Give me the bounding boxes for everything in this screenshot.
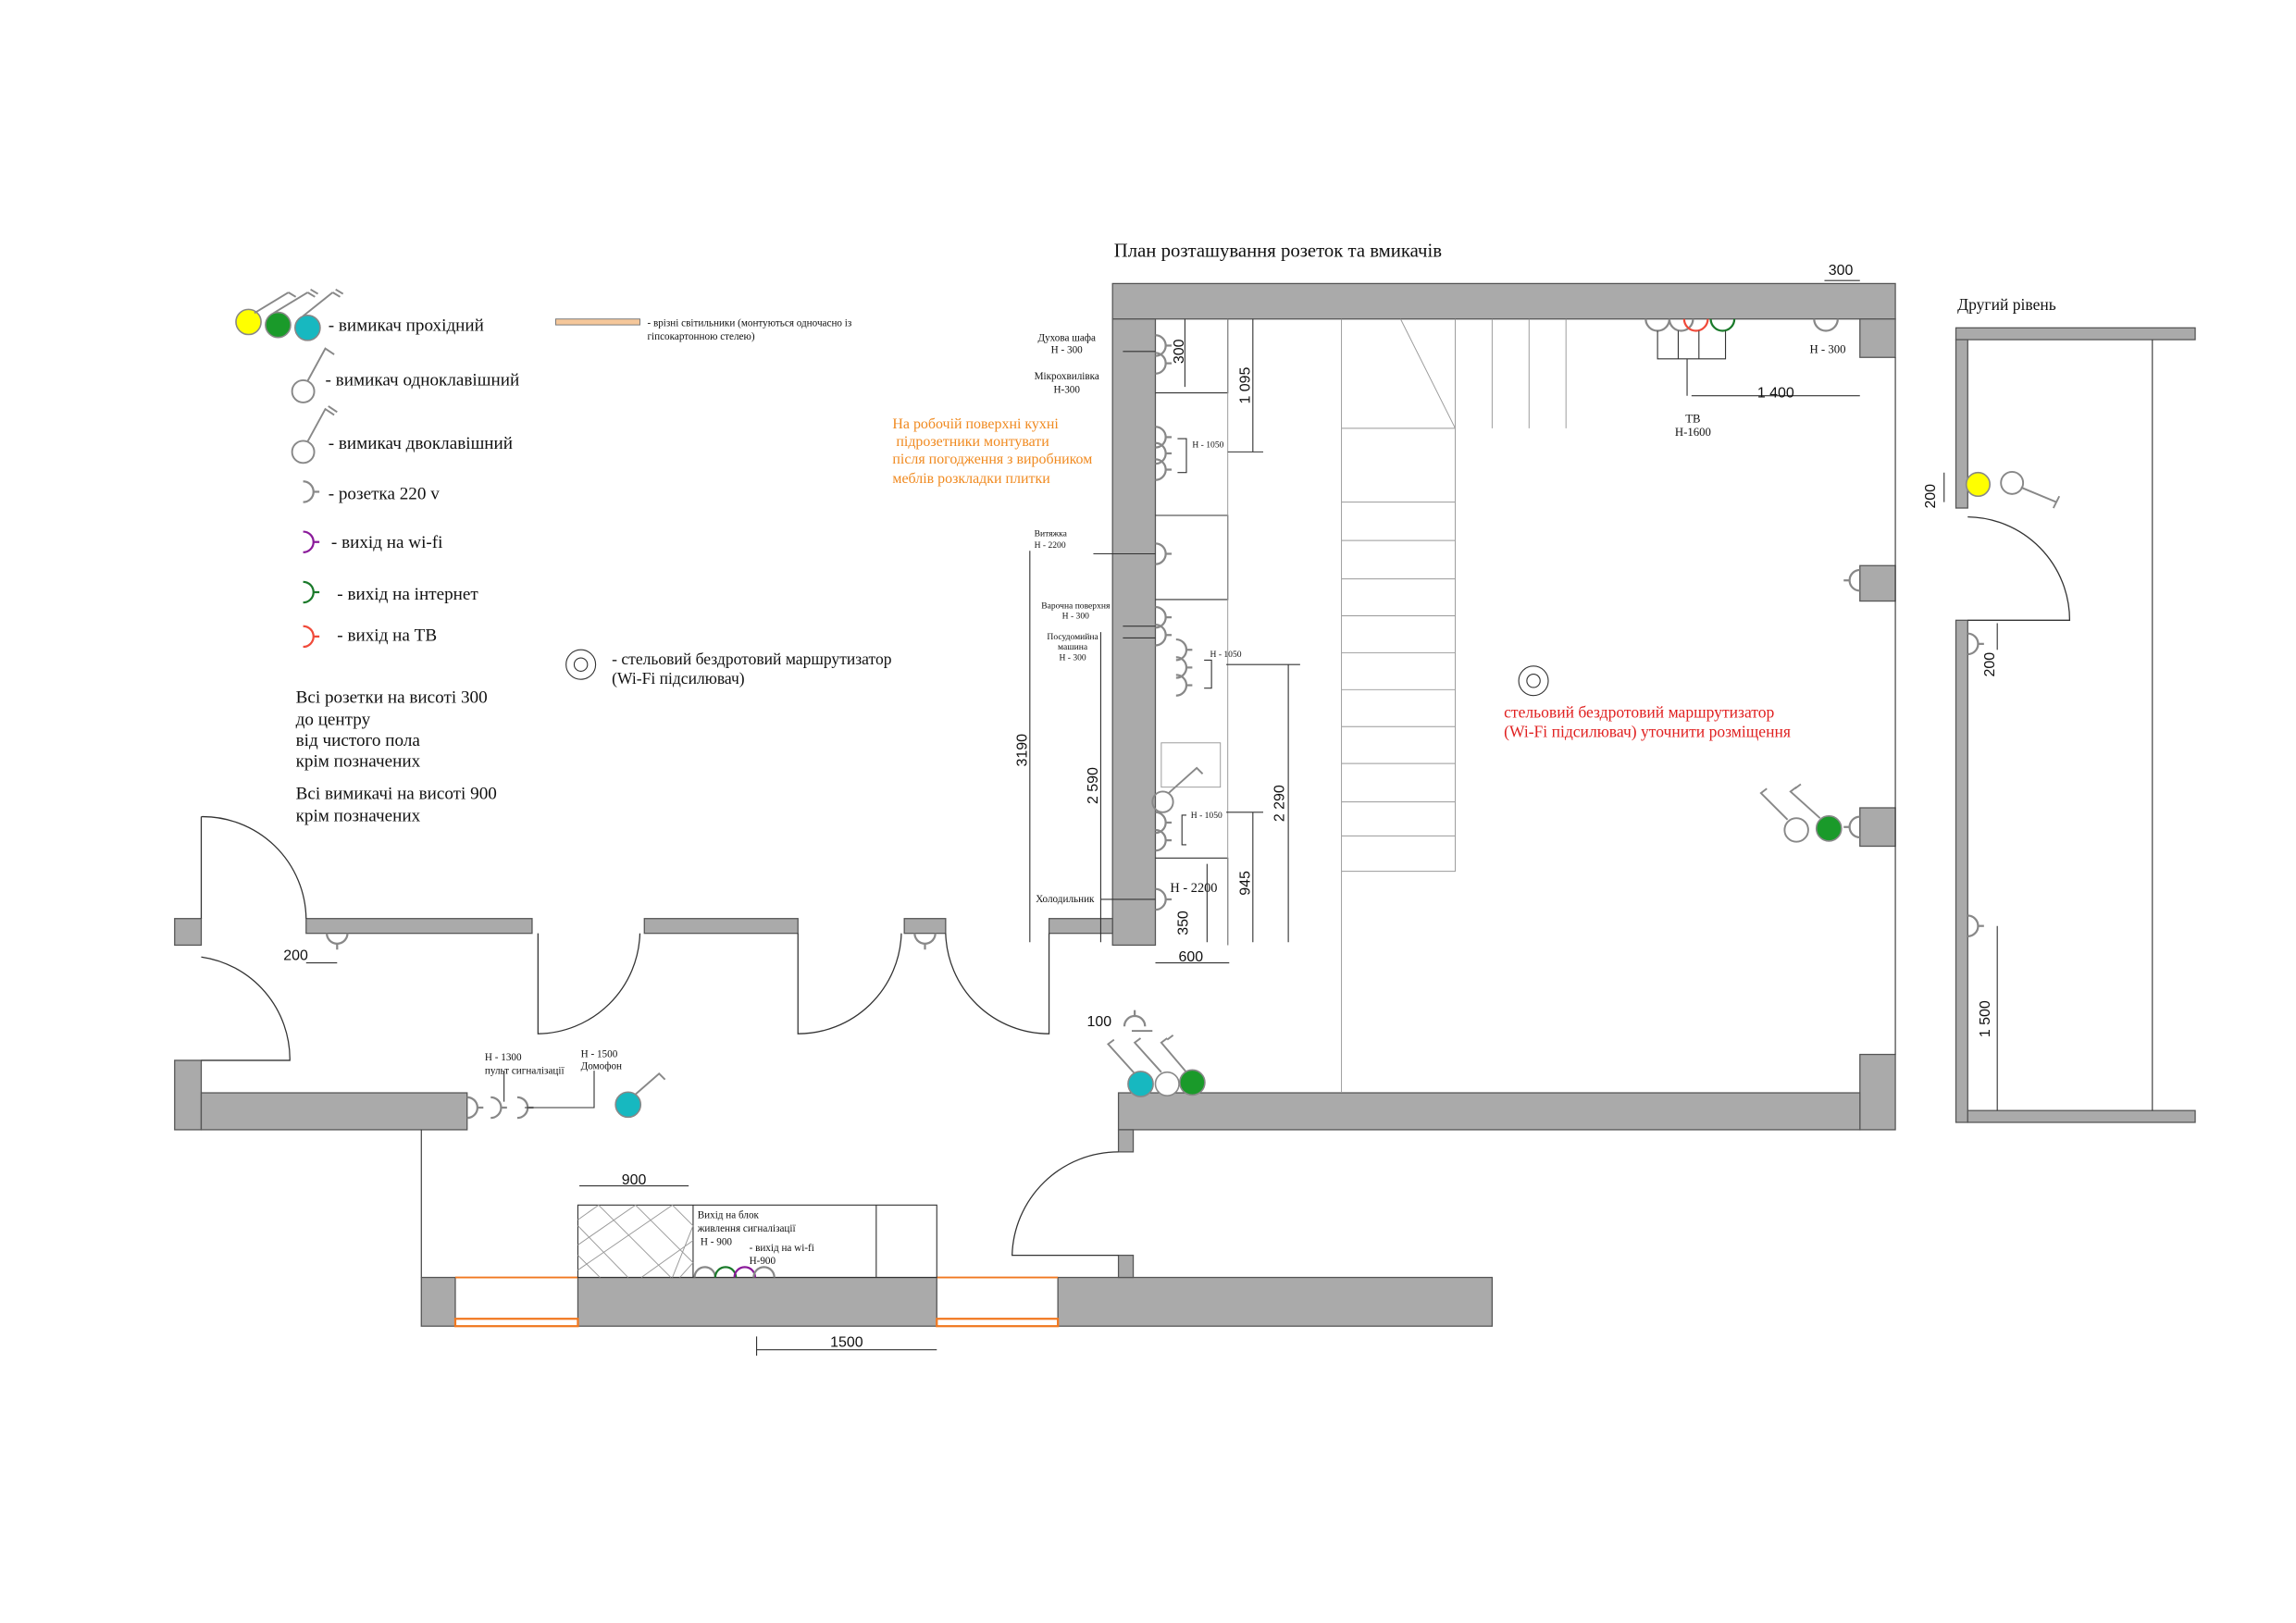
height-1050-a: Н - 1050 bbox=[1192, 440, 1223, 451]
walls bbox=[174, 282, 1896, 1327]
legend-internet-out: - вихід на інтернет bbox=[337, 585, 478, 604]
dim-300-top: 300 bbox=[1829, 263, 1854, 279]
corridor-sockets bbox=[465, 1096, 535, 1120]
dim-1500-level2: 1 500 bbox=[1978, 1000, 1993, 1037]
internet-outlet-icon bbox=[302, 580, 321, 604]
double-switch-icon bbox=[291, 405, 338, 465]
doors bbox=[200, 815, 1119, 1257]
dim-2290: 2 290 bbox=[1272, 785, 1287, 822]
socket-icon bbox=[913, 932, 937, 951]
dim-3190: 3190 bbox=[1015, 734, 1031, 767]
dim-1095: 1 095 bbox=[1238, 366, 1254, 403]
dimension-lines bbox=[305, 279, 1860, 1032]
dim-1500: 1500 bbox=[830, 1335, 863, 1351]
fridge-label: Холодильник bbox=[1036, 894, 1095, 905]
legend-tv-out: - вихід на ТВ bbox=[337, 626, 437, 646]
height-300-top: Н - 300 bbox=[1810, 342, 1846, 355]
tv-outlet-icon bbox=[302, 625, 321, 649]
socket-icon bbox=[1843, 568, 1861, 592]
dim-945: 945 bbox=[1238, 871, 1254, 896]
legend: - вимикач прохідний - вимикач одноклавіш… bbox=[235, 288, 892, 825]
dim-200-level2-a: 200 bbox=[1923, 484, 1939, 509]
height-1050-c: Н - 1050 bbox=[1191, 811, 1222, 821]
dim-200-level2-b: 200 bbox=[1982, 652, 1998, 677]
dim-600: 600 bbox=[1178, 949, 1203, 965]
living-room-switches bbox=[1759, 783, 1843, 843]
kitchen-furniture bbox=[1155, 318, 1229, 946]
fridge-height: Н - 2200 bbox=[1170, 881, 1217, 896]
legend-double-switch: - вимикач двоклавішний bbox=[329, 434, 513, 453]
socket-icon bbox=[302, 480, 321, 503]
dim-900: 900 bbox=[622, 1172, 647, 1188]
height-900: Н - 900 bbox=[701, 1236, 733, 1247]
windows bbox=[453, 1276, 1060, 1328]
kitchen-sockets bbox=[1154, 334, 1194, 911]
staircase bbox=[1341, 318, 1567, 873]
dim-1400: 1 400 bbox=[1757, 385, 1794, 401]
plan-title: План розташування розеток та вмикачів bbox=[1114, 242, 1442, 262]
second-level-plan bbox=[1943, 327, 2196, 1123]
dim-300-kitchen: 300 bbox=[1172, 339, 1187, 364]
socket-icon bbox=[1843, 815, 1861, 839]
entry-switches bbox=[1106, 1009, 1206, 1097]
kitchen-note: На робочій поверхні кухні підрозетники м… bbox=[892, 416, 1092, 487]
recessed-light-icon bbox=[555, 318, 640, 326]
legend-wifi-out: - вихід на wi-fi bbox=[331, 533, 443, 552]
legend-socket: - розетка 220 v bbox=[329, 484, 441, 503]
router-placement-note: стельовий бездротовий маршрутизатор(Wi-F… bbox=[1504, 703, 1791, 741]
router-icon bbox=[565, 649, 597, 680]
wifi-outlet-icon bbox=[302, 530, 321, 554]
legend-lights-2: гіпсокартонною стелею) bbox=[647, 331, 754, 342]
dim-100: 100 bbox=[1087, 1014, 1112, 1030]
router-icon bbox=[1518, 665, 1549, 697]
kitchen-switch-icon bbox=[1151, 766, 1204, 813]
legend-router-2: (Wi-Fi підсилювач) bbox=[612, 669, 745, 688]
legend-router-1: - стельовий бездротовий маршрутизатор bbox=[612, 650, 892, 668]
legend-lights-1: - врізні світильники (монтуються одночас… bbox=[647, 318, 851, 329]
height-1050-b: Н - 1050 bbox=[1210, 650, 1242, 660]
legend-pass-switch: - вимикач прохідний bbox=[329, 316, 484, 336]
dim-350: 350 bbox=[1176, 911, 1192, 935]
second-level-title: Другий рівень bbox=[1957, 295, 2056, 314]
wardrobe bbox=[577, 1185, 937, 1357]
legend-single-switch: - вимикач одноклавішний bbox=[326, 371, 520, 390]
dim-200-corridor: 200 bbox=[283, 948, 308, 963]
dim-2590: 2 590 bbox=[1086, 767, 1101, 804]
intercom-switch-icon bbox=[614, 1072, 666, 1119]
single-switch-icon bbox=[291, 347, 335, 403]
tv-wall-outlets bbox=[1644, 318, 1839, 360]
socket-icon bbox=[326, 932, 349, 951]
pass-switch-icon bbox=[235, 288, 344, 341]
